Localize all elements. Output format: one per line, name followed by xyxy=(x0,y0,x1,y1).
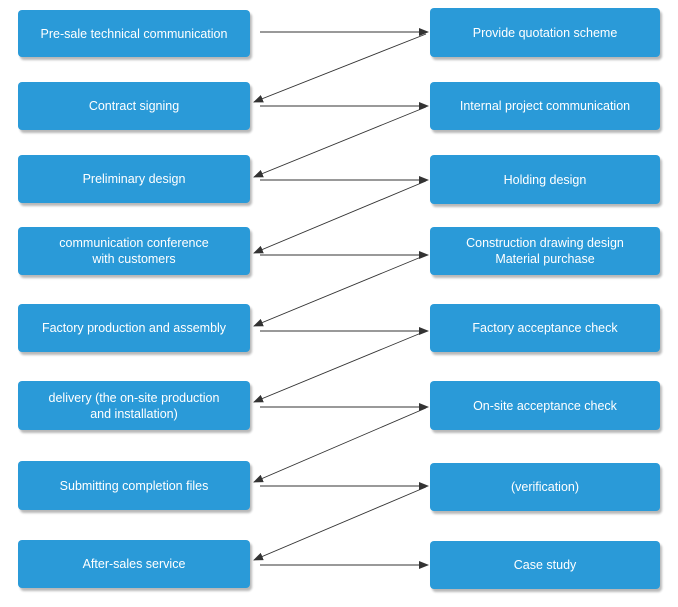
step-delivery: delivery (the on-site production and ins… xyxy=(18,381,250,430)
step-internal-communication: Internal project communication xyxy=(430,82,660,130)
step-label: Preliminary design xyxy=(82,172,186,186)
arrow-right-2-to-left-3 xyxy=(253,106,427,178)
step-label: Contract signing xyxy=(88,99,180,113)
step-factory-production: Factory production and assembly xyxy=(18,304,250,352)
step-preliminary-design: Preliminary design xyxy=(18,155,250,203)
step-label: Holding design xyxy=(503,172,587,187)
step-contract-signing: Contract signing xyxy=(18,82,250,130)
step-label: Provide quotation scheme xyxy=(472,25,618,40)
step-label: delivery (the on-site production and ins… xyxy=(48,390,220,421)
step-pre-sale-communication: Pre-sale technical communication xyxy=(18,10,250,57)
step-verification: (verification) xyxy=(430,463,660,511)
step-label: Factory acceptance check xyxy=(472,321,618,335)
step-submitting-completion-files: Submitting completion files xyxy=(18,461,250,510)
step-holding-design: Holding design xyxy=(430,155,660,204)
step-label: communication conference with customers xyxy=(59,236,209,266)
arrow-right-5-to-left-6 xyxy=(253,330,427,403)
step-label: Case study xyxy=(513,558,577,572)
step-case-study: Case study xyxy=(430,541,660,589)
step-label: After-sales service xyxy=(82,557,186,571)
step-label: Internal project communication xyxy=(459,99,631,113)
arrow-right-4-to-left-5 xyxy=(253,254,427,327)
step-after-sales-service: After-sales service xyxy=(18,540,250,588)
arrow-right-7-to-left-8 xyxy=(253,486,427,561)
step-quotation-scheme: Provide quotation scheme xyxy=(430,8,660,57)
step-construction-drawing: Construction drawing design Material pur… xyxy=(430,227,660,275)
step-label: On-site acceptance check xyxy=(473,398,617,413)
arrow-right-3-to-left-4 xyxy=(253,180,427,254)
step-label: Pre-sale technical communication xyxy=(40,26,228,41)
step-on-site-acceptance: On-site acceptance check xyxy=(430,381,660,430)
step-factory-acceptance: Factory acceptance check xyxy=(430,304,660,352)
step-label: (verification) xyxy=(510,480,580,494)
arrow-right-1-to-left-2 xyxy=(253,33,427,103)
step-customer-conference: communication conference with customers xyxy=(18,227,250,275)
step-label: Construction drawing design Material pur… xyxy=(466,236,624,266)
arrow-right-6-to-left-7 xyxy=(253,407,427,483)
step-label: Submitting completion files xyxy=(59,478,209,493)
step-label: Factory production and assembly xyxy=(41,321,227,335)
